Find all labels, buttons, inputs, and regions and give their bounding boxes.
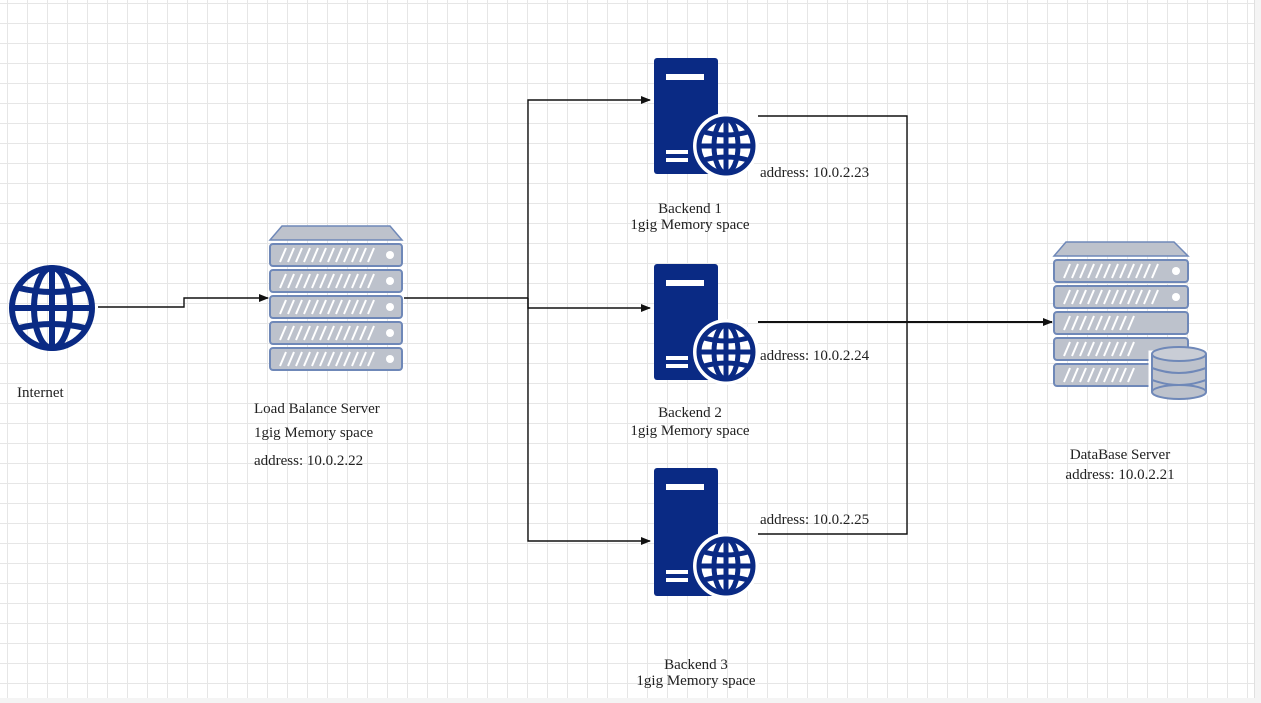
web-server-icon xyxy=(654,58,759,179)
web-server-icon xyxy=(654,468,759,599)
database-name: DataBase Server xyxy=(1069,447,1171,463)
globe-icon xyxy=(9,265,95,351)
backend-1-memory: 1gig Memory space xyxy=(630,217,750,233)
canvas-edge-right xyxy=(1254,0,1261,703)
link-backend-1-to-database xyxy=(758,115,908,322)
server-rack-icon xyxy=(268,225,404,371)
backend-1-name: Backend 1 xyxy=(658,201,722,217)
backend-3-memory: 1gig Memory space xyxy=(636,673,756,689)
backend-1-address: address: 10.0.2.23 xyxy=(760,165,870,181)
link-backend-3-to-database xyxy=(758,322,908,535)
load-balancer-memory: 1gig Memory space xyxy=(254,425,374,441)
database-cylinder-icon xyxy=(1148,346,1210,400)
backend-2-memory: 1gig Memory space xyxy=(630,423,750,439)
internet-label: Internet xyxy=(17,385,64,401)
link-load-balancer-to-backend-2 xyxy=(527,298,651,312)
web-server-icon xyxy=(654,264,759,385)
database-server-icon xyxy=(1052,241,1210,400)
backend-2-name: Backend 2 xyxy=(658,405,722,421)
database-address: address: 10.0.2.21 xyxy=(1065,467,1175,483)
link-internet-to-load-balancer xyxy=(98,294,269,308)
link-load-balancer-to-backend-1 xyxy=(527,96,651,298)
canvas-edge-bottom xyxy=(0,698,1261,703)
load-balancer-address: address: 10.0.2.22 xyxy=(254,453,364,469)
backend-3-address: address: 10.0.2.25 xyxy=(760,512,870,528)
link-load-balancer-to-backend-3 xyxy=(527,298,651,545)
load-balancer-name: Load Balance Server xyxy=(254,401,380,417)
backend-2-address: address: 10.0.2.24 xyxy=(760,348,870,364)
backend-3-name: Backend 3 xyxy=(664,657,728,673)
